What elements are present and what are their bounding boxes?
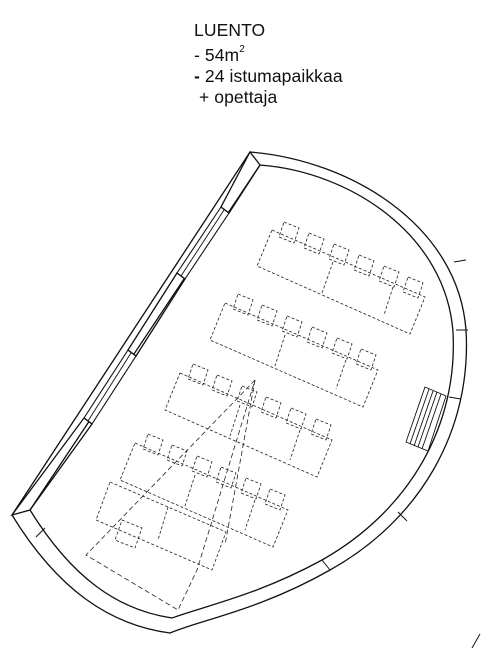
- room-area-value: - 54m: [194, 44, 240, 65]
- room-area: - 54m2: [194, 41, 343, 66]
- outer-wall: [11, 151, 468, 634]
- window-wall: [10, 150, 261, 517]
- room-teacher: + opettaja: [194, 86, 278, 107]
- room-seats-dash: -: [194, 65, 205, 86]
- seat-row-3: [164, 363, 333, 478]
- desk: [209, 302, 379, 408]
- room-title: LUENTO: [194, 20, 266, 40]
- seat-row-1: [256, 221, 426, 335]
- desk: [256, 229, 426, 335]
- desk: [164, 372, 333, 478]
- inner-wall: [29, 164, 454, 619]
- room-seats: - 24 istumapaikkaa: [194, 66, 343, 87]
- wall-joints: [35, 259, 481, 649]
- projection-cone: [85, 379, 256, 611]
- radiator: [405, 386, 447, 452]
- room-area-exponent: 2: [239, 44, 245, 55]
- seat-row-4: [119, 433, 289, 548]
- seat-row-5: [95, 481, 227, 571]
- seat-row-2: [209, 293, 379, 408]
- pier: [220, 150, 261, 214]
- desk: [95, 481, 227, 571]
- pier: [127, 272, 186, 357]
- teacher-area: [85, 379, 256, 611]
- room-caption: LUENTO - 54m2 - 24 istumapaikkaa + opett…: [194, 20, 343, 108]
- desk: [119, 442, 289, 548]
- teacher-chair: [114, 519, 143, 549]
- room-seats-value: 24 istumapaikkaa: [204, 65, 343, 86]
- projection-axis: [224, 379, 256, 546]
- pier: [10, 417, 93, 517]
